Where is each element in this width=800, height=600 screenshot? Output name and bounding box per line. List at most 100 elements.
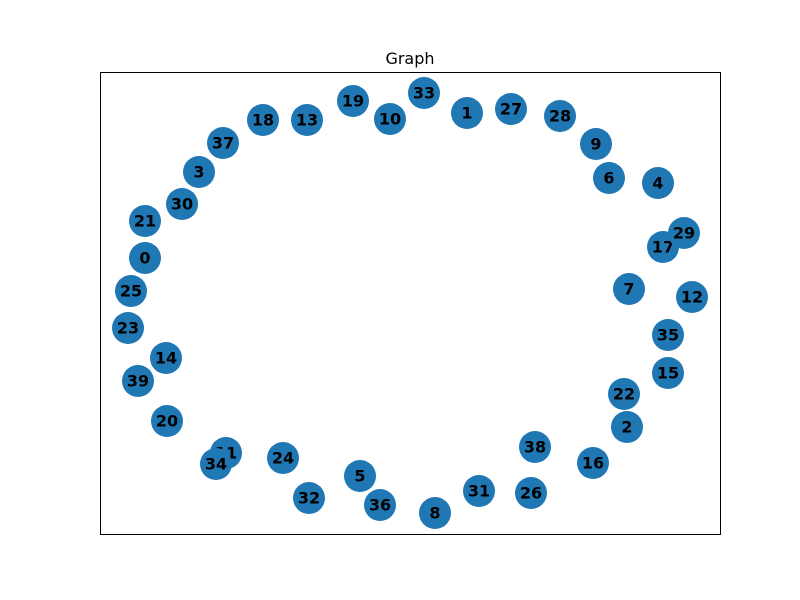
node-label: 26 — [520, 484, 542, 503]
node-39: 39 — [122, 365, 154, 397]
node-label: 32 — [298, 489, 320, 508]
node-4: 4 — [642, 167, 674, 199]
node-label: 14 — [155, 349, 177, 368]
node-circle — [608, 378, 640, 410]
node-circle — [183, 156, 215, 188]
node-label: 38 — [524, 438, 546, 457]
node-37: 37 — [207, 127, 239, 159]
node-18: 18 — [247, 104, 279, 136]
node-label: 10 — [379, 110, 401, 129]
node-circle — [676, 281, 708, 313]
node-circle — [344, 460, 376, 492]
node-label: 0 — [139, 249, 150, 268]
node-circle — [150, 342, 182, 374]
graph-nodes: 0123456789101112131415161718192021222324… — [112, 77, 708, 529]
node-label: 30 — [171, 195, 193, 214]
node-circle — [611, 411, 643, 443]
node-3: 3 — [183, 156, 215, 188]
node-36: 36 — [364, 489, 396, 521]
node-circle — [247, 104, 279, 136]
node-label: 34 — [205, 455, 227, 474]
node-30: 30 — [166, 188, 198, 220]
node-circle — [129, 205, 161, 237]
node-circle — [495, 93, 527, 125]
node-circle — [613, 273, 645, 305]
node-32: 32 — [293, 482, 325, 514]
node-circle — [580, 128, 612, 160]
node-24: 24 — [267, 442, 299, 474]
node-label: 39 — [127, 372, 149, 391]
node-label: 31 — [468, 482, 490, 501]
node-circle — [293, 482, 325, 514]
node-13: 13 — [291, 104, 323, 136]
node-label: 6 — [603, 169, 614, 188]
node-label: 35 — [657, 326, 679, 345]
node-circle — [577, 447, 609, 479]
node-0: 0 — [129, 242, 161, 274]
node-circle — [374, 103, 406, 135]
node-circle — [642, 167, 674, 199]
node-label: 22 — [613, 385, 635, 404]
node-circle — [652, 357, 684, 389]
node-circle — [515, 477, 547, 509]
node-circle — [291, 104, 323, 136]
node-1: 1 — [451, 97, 483, 129]
node-circle — [463, 475, 495, 507]
node-29: 29 — [668, 217, 700, 249]
node-circle — [166, 188, 198, 220]
node-circle — [593, 162, 625, 194]
node-label: 36 — [369, 496, 391, 515]
node-circle — [112, 312, 144, 344]
node-circle — [129, 242, 161, 274]
node-label: 16 — [582, 454, 604, 473]
node-label: 19 — [342, 92, 364, 111]
node-21: 21 — [129, 205, 161, 237]
plot-frame — [100, 72, 721, 535]
node-label: 28 — [549, 107, 571, 126]
node-label: 1 — [461, 104, 472, 123]
node-26: 26 — [515, 477, 547, 509]
node-circle — [519, 431, 551, 463]
node-22: 22 — [608, 378, 640, 410]
node-19: 19 — [337, 85, 369, 117]
node-circle — [115, 275, 147, 307]
node-label: 2 — [621, 418, 632, 437]
node-circle — [200, 448, 232, 480]
node-31: 31 — [463, 475, 495, 507]
node-circle — [364, 489, 396, 521]
node-14: 14 — [150, 342, 182, 374]
node-label: 3 — [193, 163, 204, 182]
node-label: 17 — [652, 238, 674, 257]
node-circle — [652, 319, 684, 351]
node-circle — [451, 97, 483, 129]
node-35: 35 — [652, 319, 684, 351]
node-8: 8 — [419, 497, 451, 529]
node-label: 7 — [623, 280, 634, 299]
node-label: 23 — [117, 319, 139, 338]
node-circle — [408, 77, 440, 109]
node-circle — [207, 127, 239, 159]
node-6: 6 — [593, 162, 625, 194]
node-label: 21 — [134, 212, 156, 231]
node-12: 12 — [676, 281, 708, 313]
node-27: 27 — [495, 93, 527, 125]
node-label: 8 — [429, 504, 440, 523]
node-circle — [668, 217, 700, 249]
node-5: 5 — [344, 460, 376, 492]
node-label: 24 — [272, 449, 294, 468]
node-20: 20 — [151, 405, 183, 437]
node-label: 18 — [252, 111, 274, 130]
node-label: 27 — [500, 100, 522, 119]
node-label: 5 — [354, 467, 365, 486]
node-23: 23 — [112, 312, 144, 344]
node-label: 33 — [413, 84, 435, 103]
node-circle — [122, 365, 154, 397]
node-circle — [151, 405, 183, 437]
node-9: 9 — [580, 128, 612, 160]
node-15: 15 — [652, 357, 684, 389]
node-16: 16 — [577, 447, 609, 479]
node-label: 4 — [652, 174, 663, 193]
node-circle — [419, 497, 451, 529]
node-label: 13 — [296, 111, 318, 130]
